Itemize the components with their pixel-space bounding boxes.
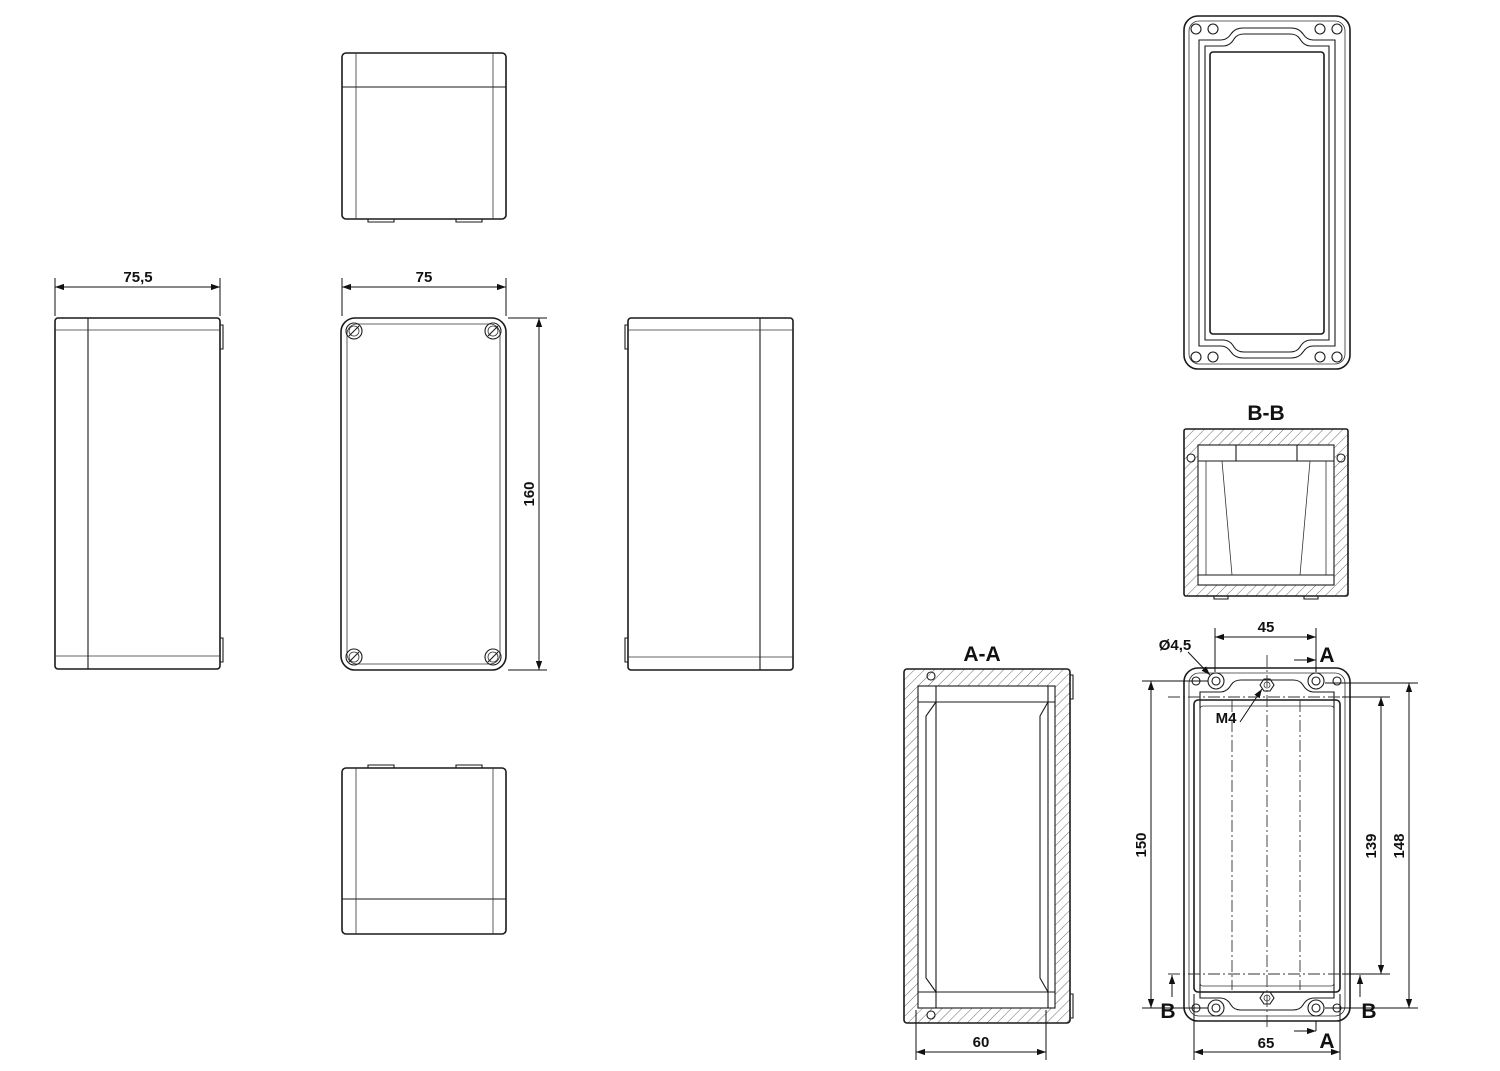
top-view	[341, 52, 507, 223]
dim-side-width: 75,5	[54, 269, 221, 316]
bottom-view	[341, 764, 507, 935]
section-bb-view	[1183, 428, 1349, 600]
dim-base-height-150: 150	[1133, 680, 1208, 1009]
dim-base-width: 65	[1193, 994, 1341, 1060]
dim-hole-diameter: Ø4,5	[1159, 637, 1211, 676]
front-view	[340, 317, 507, 671]
dim-label-side-width: 75,5	[123, 269, 152, 286]
section-aa-view	[903, 668, 1074, 1024]
section-bb-title: B-B	[1247, 402, 1284, 425]
dim-front-height: 160	[508, 317, 547, 671]
dim-label-hole-diameter: Ø4,5	[1159, 637, 1192, 654]
dim-thread: M4	[1216, 688, 1263, 727]
lid-screw-top-left	[345, 322, 363, 340]
lid-underside-view	[1183, 15, 1351, 370]
dim-label-base-height-148: 148	[1391, 833, 1408, 858]
dim-label-front-height: 160	[521, 481, 538, 506]
dim-hole-spacing: 45	[1214, 619, 1317, 672]
right-side-view	[624, 317, 794, 671]
section-marker-a-top: A	[1319, 644, 1334, 667]
dim-base-height-139: 139	[1342, 696, 1390, 975]
dim-label-front-width: 75	[416, 269, 433, 286]
dim-label-thread: M4	[1216, 710, 1237, 727]
dim-label-base-width: 65	[1258, 1035, 1275, 1052]
lid-screw-bottom-left	[345, 648, 363, 666]
section-aa-title: A-A	[963, 643, 1000, 666]
dim-front-width: 75	[341, 269, 507, 316]
lid-screw-bottom-right	[484, 648, 502, 666]
dim-section-width: 60	[915, 1010, 1047, 1060]
dim-label-base-height-139: 139	[1363, 833, 1380, 858]
dim-base-height-148: 148	[1325, 682, 1418, 1009]
section-marker-b-right: B	[1361, 1000, 1376, 1023]
dim-label-section-width: 60	[973, 1034, 990, 1051]
left-side-view	[54, 317, 224, 670]
base-inside-view	[1168, 655, 1362, 1030]
section-cut-markers: A A B B	[1160, 644, 1376, 1053]
section-marker-a-bottom: A	[1319, 1030, 1334, 1053]
section-marker-b-left: B	[1160, 1000, 1175, 1023]
dim-label-hole-spacing: 45	[1258, 619, 1275, 636]
dim-label-base-height-150: 150	[1133, 832, 1150, 857]
lid-screw-top-right	[484, 322, 502, 340]
